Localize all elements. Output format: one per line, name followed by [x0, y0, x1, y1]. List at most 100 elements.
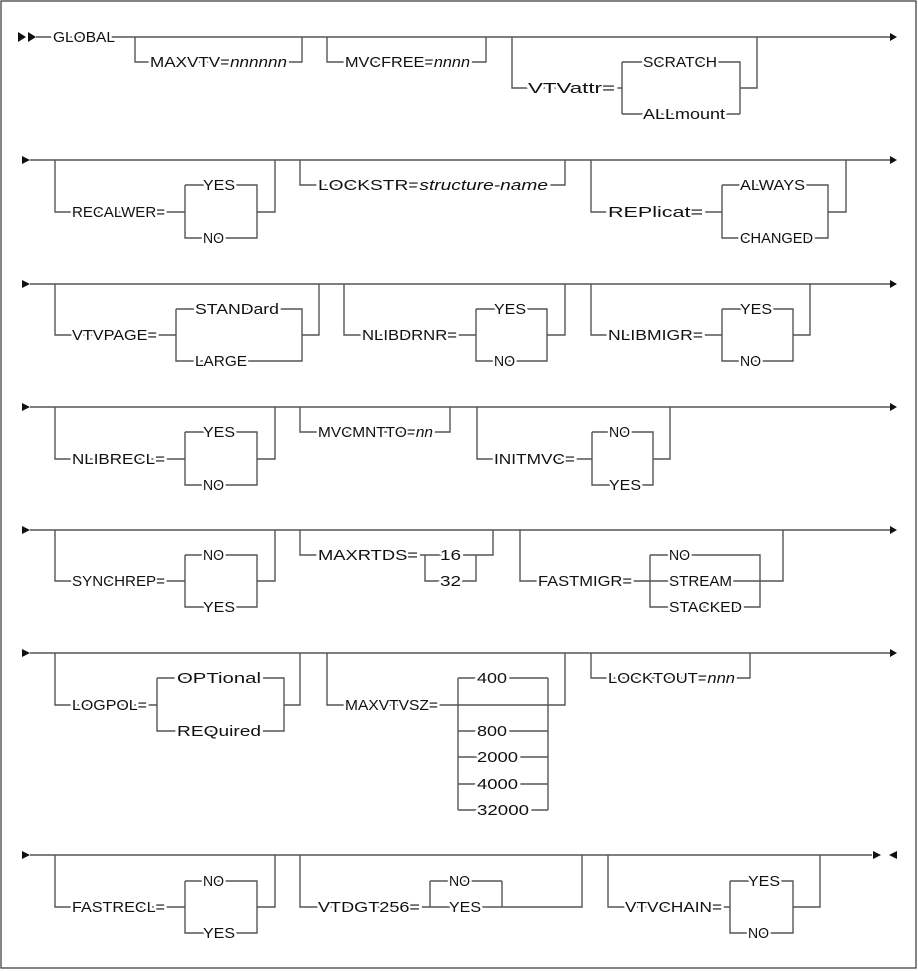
vtvattr-keyword: VTVattr= [528, 80, 615, 97]
fastrecl-branch [54, 855, 276, 934]
lockstr-branch [299, 160, 566, 186]
synchrep-option: NO [203, 547, 224, 564]
row-4: NLIBRECL= YES NO MVCMNTTO=nn INITMVC= NO… [22, 403, 897, 497]
vtvattr-option: ALLmount [643, 106, 726, 123]
initmvc-option: NO [609, 424, 630, 441]
lockstr-param: LOCKSTR=structure-name [318, 177, 548, 194]
vtvattr-branch [511, 37, 758, 115]
vtdgt256-option: NO [449, 873, 470, 890]
continue-arrow-icon [22, 649, 30, 657]
fastrecl-option: YES [203, 925, 235, 942]
continue-arrow-icon [890, 649, 897, 657]
logpol-keyword: LOGPOL= [72, 697, 147, 714]
maxvtvsz-keyword: MAXVTVSZ= [345, 697, 438, 714]
row-6: LOGPOL= OPTional REQuired MAXVTVSZ= 400 … [22, 649, 897, 822]
row-3: VTVPAGE= STANDard LARGE NLIBDRNR= YES NO… [22, 280, 897, 373]
nlibdrnr-option: NO [494, 353, 515, 370]
continue-arrow-icon [22, 403, 30, 411]
maxvtvsz-option: 2000 [477, 749, 518, 766]
maxrtds-option: 32 [440, 573, 461, 590]
vtvchain-option: YES [748, 873, 780, 890]
continue-arrow-icon [22, 526, 30, 534]
vtvpage-option: LARGE [195, 353, 247, 370]
fastmigr-option: NO [669, 547, 690, 564]
row-5: SYNCHREP= NO YES MAXRTDS= 16 32 FASTMIGR… [22, 526, 897, 619]
nlibmigr-branch [590, 284, 811, 362]
vtdgt256-branch [299, 855, 583, 908]
logpol-option: REQuired [177, 723, 261, 740]
nlibmigr-option: NO [740, 353, 761, 370]
synchrep-option: YES [203, 599, 235, 616]
continue-arrow-icon [890, 403, 897, 411]
fastmigr-keyword: FASTMIGR= [538, 573, 632, 590]
maxvtvsz-option: 32000 [477, 802, 529, 819]
continue-arrow-icon [890, 156, 897, 164]
maxvtvsz-option: 4000 [477, 776, 518, 793]
maxrtds-keyword: MAXRTDS= [318, 547, 418, 564]
nlibdrnr-branch [343, 284, 566, 362]
locktout-param: LOCKTOUT=nnn [608, 670, 735, 687]
replicat-option: ALWAYS [740, 177, 805, 194]
synchrep-branch [54, 530, 276, 608]
fastrecl-option: NO [203, 873, 224, 890]
fastrecl-keyword: FASTRECL= [72, 899, 165, 916]
mvcfree-branch [326, 37, 487, 63]
vtvpage-keyword: VTVPAGE= [72, 327, 157, 344]
nlibdrnr-keyword: NLIBDRNR= [362, 327, 457, 344]
nlibrecl-branch [54, 407, 276, 486]
start-arrow-icon [18, 32, 26, 42]
vtvchain-keyword: VTVCHAIN= [625, 899, 722, 916]
nlibrecl-option: NO [203, 477, 224, 494]
logpol-option: OPTional [177, 670, 261, 687]
fastmigr-option: STACKED [669, 599, 742, 616]
end-arrow-icon [873, 851, 881, 859]
continue-arrow-icon [22, 156, 30, 164]
continue-arrow-icon [22, 851, 30, 859]
continue-arrow-icon [890, 526, 897, 534]
recalwer-option: NO [203, 230, 224, 247]
row-1: GLOBAL MAXVTV=nnnnnn MVCFREE=nnnn VTVatt… [18, 27, 897, 126]
replicat-keyword: REPlicat= [608, 204, 703, 221]
vtvchain-branch [607, 855, 821, 934]
mvcmntto-param: MVCMNTTO=nn [318, 424, 433, 441]
fastmigr-option: STREAM [669, 573, 732, 590]
nlibmigr-option: YES [740, 301, 772, 318]
global-keyword: GLOBAL [53, 29, 115, 46]
recalwer-branch [54, 160, 276, 239]
mvcfree-param: MVCFREE=nnnn [345, 54, 470, 71]
vtvpage-option: STANDard [195, 301, 279, 318]
vtdgt256-keyword: VTDGT256= [318, 899, 420, 916]
nlibrecl-option: YES [203, 424, 235, 441]
maxrtds-branch [299, 530, 494, 582]
end-arrow-icon [889, 851, 897, 859]
continue-arrow-icon [22, 280, 30, 288]
logpol-branch [54, 653, 301, 732]
initmvc-keyword: INITMVC= [494, 451, 575, 468]
maxrtds-option: 16 [440, 547, 461, 564]
vtvchain-option: NO [748, 925, 769, 942]
start-arrow-icon [28, 32, 36, 42]
nlibdrnr-option: YES [494, 301, 526, 318]
initmvc-branch [476, 407, 671, 486]
row-7: FASTRECL= NO YES VTDGT256= NO YES VTVCHA… [22, 851, 897, 945]
replicat-branch [590, 160, 847, 239]
maxvtv-param: MAXVTV=nnnnnn [150, 54, 287, 71]
recalwer-keyword: RECALWER= [72, 204, 165, 221]
maxvtvsz-option: 800 [477, 723, 507, 740]
locktout-branch [590, 653, 751, 679]
row-2: RECALWER= YES NO LOCKSTR=structure-name … [22, 156, 897, 250]
recalwer-option: YES [203, 177, 235, 194]
nlibrecl-keyword: NLIBRECL= [72, 451, 165, 468]
fastmigr-branch [519, 530, 784, 608]
mvcmntto-branch [299, 407, 451, 433]
maxvtvsz-branch [326, 653, 566, 811]
initmvc-option: YES [609, 477, 641, 494]
vtvattr-option: SCRATCH [643, 54, 717, 71]
replicat-option: CHANGED [740, 230, 813, 247]
maxvtvsz-option: 400 [477, 670, 507, 687]
synchrep-keyword: SYNCHREP= [72, 573, 165, 590]
vtdgt256-option: YES [449, 899, 481, 916]
continue-arrow-icon [890, 33, 897, 41]
